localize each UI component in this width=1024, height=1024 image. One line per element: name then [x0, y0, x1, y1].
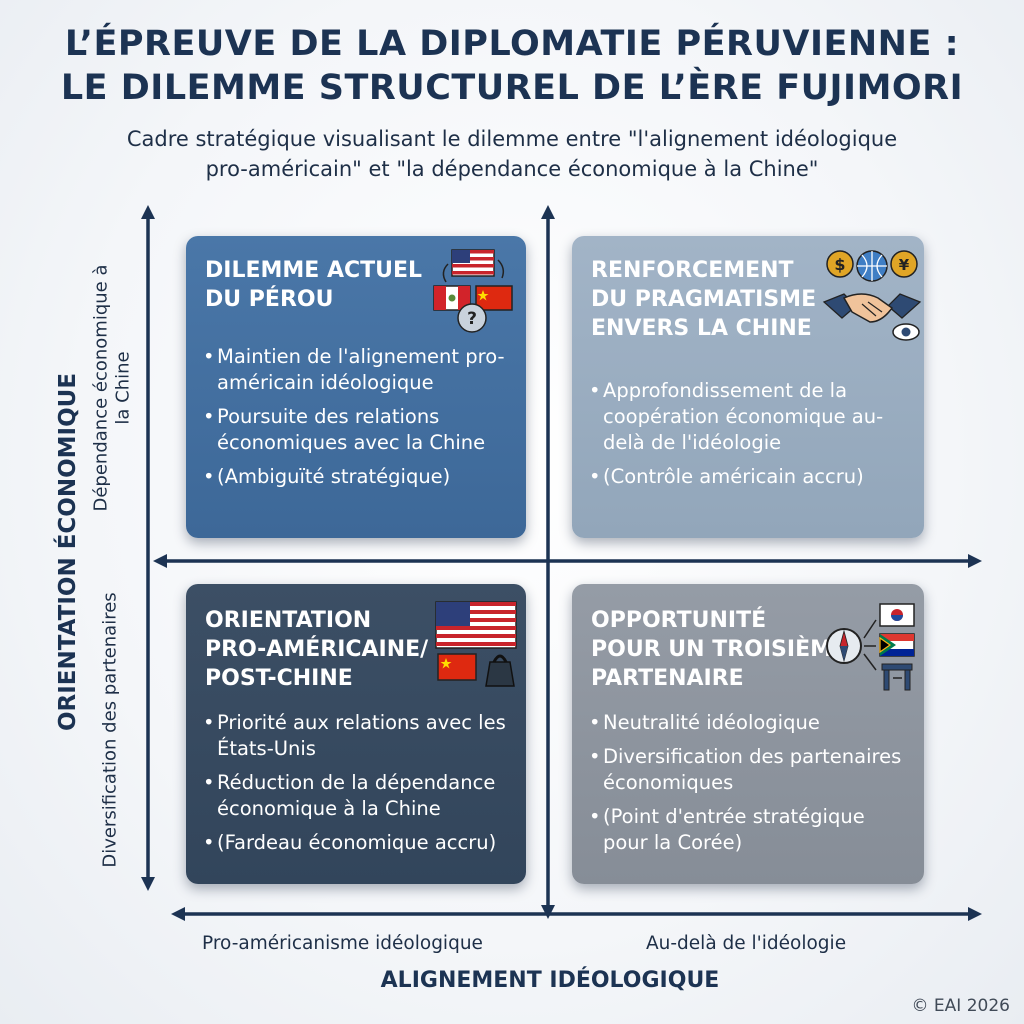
quadrant-title: OPPORTUNITÉ POUR UN TROISIÈME PARTENAIRE: [591, 608, 841, 691]
x-axis-right-label: Au-delà de l'idéologie: [646, 933, 847, 954]
subtitle-line-2: pro-américain" et "la dépendance économi…: [205, 157, 819, 181]
quadrant-title: DILEMME ACTUEL DU PÉROU: [205, 258, 423, 312]
y-axis-top-label: Dépendance économique à la Chine: [90, 264, 133, 512]
svg-text:¥: ¥: [899, 256, 910, 274]
quadrant-bullets: •Priorité aux relations avec les États-U…: [203, 710, 516, 864]
quadrant-bullets: •Approfondissement de la coopération éco…: [589, 378, 914, 498]
us-flag-china-flag-weight-icon: [435, 601, 517, 687]
list-item: •(Contrôle américain accru): [589, 465, 864, 488]
list-item: •Maintien de l'alignement pro-américain …: [203, 345, 505, 394]
handshake-globe-currency-icon: $ ¥: [822, 250, 922, 341]
svg-text:$: $: [834, 255, 845, 274]
list-item: •(Fardeau économique accru): [203, 831, 497, 854]
quadrant-title: RENFORCEMENT DU PRAGMATISME ENVERS LA CH…: [591, 258, 817, 341]
list-item: •Approfondissement de la coopération éco…: [589, 379, 884, 454]
quadrant-pragmatism-china: RENFORCEMENT DU PRAGMATISME ENVERS LA CH…: [572, 236, 924, 538]
copyright-text: © EAI 2026: [911, 996, 1010, 1016]
quadrant-third-partner: OPPORTUNITÉ POUR UN TROISIÈME PARTENAIRE…: [572, 584, 924, 884]
subtitle-line-1: Cadre stratégique visualisant le dilemme…: [126, 127, 898, 151]
quadrant-current-dilemma: DILEMME ACTUEL DU PÉROU ? •Maintien de l…: [186, 236, 526, 538]
quadrant-bullets: •Neutralité idéologique •Diversification…: [589, 710, 914, 864]
page-title-line-1: L’ÉPREUVE DE LA DIPLOMATIE PÉRUVIENNE :: [64, 24, 960, 64]
list-item: •(Point d'entrée stratégique pour la Cor…: [589, 805, 865, 854]
page-title-line-2: LE DILEMME STRUCTUREL DE L’ÈRE FUJIMORI: [60, 68, 964, 108]
quadrant-pro-american: ORIENTATION PRO-AMÉRICAINE/ POST-CHINE •…: [186, 584, 526, 884]
svg-text:?: ?: [467, 309, 477, 329]
list-item: •Priorité aux relations avec les États-U…: [203, 711, 506, 760]
list-item: •(Ambiguïté stratégique): [203, 465, 451, 488]
compass-korea-southafrica-flags-icon: [826, 603, 915, 691]
quadrant-title: ORIENTATION PRO-AMÉRICAINE/ POST-CHINE: [205, 608, 429, 691]
list-item: •Diversification des partenaires économi…: [589, 745, 902, 794]
list-item: •Poursuite des relations économiques ave…: [203, 405, 486, 454]
list-item: •Neutralité idéologique: [589, 711, 820, 734]
x-axis-title: ALIGNEMENT IDÉOLOGIQUE: [380, 968, 720, 993]
quadrant-bullets: •Maintien de l'alignement pro-américain …: [203, 344, 516, 498]
list-item: •Réduction de la dépendance économique à…: [203, 771, 496, 820]
y-axis-bottom-label: Diversification des partenaires: [99, 592, 121, 868]
x-axis-left-label: Pro-américanisme idéologique: [202, 933, 483, 954]
y-axis-title: ORIENTATION ÉCONOMIQUE: [55, 372, 82, 732]
us-peru-china-flags-question-icon: ?: [433, 249, 513, 333]
